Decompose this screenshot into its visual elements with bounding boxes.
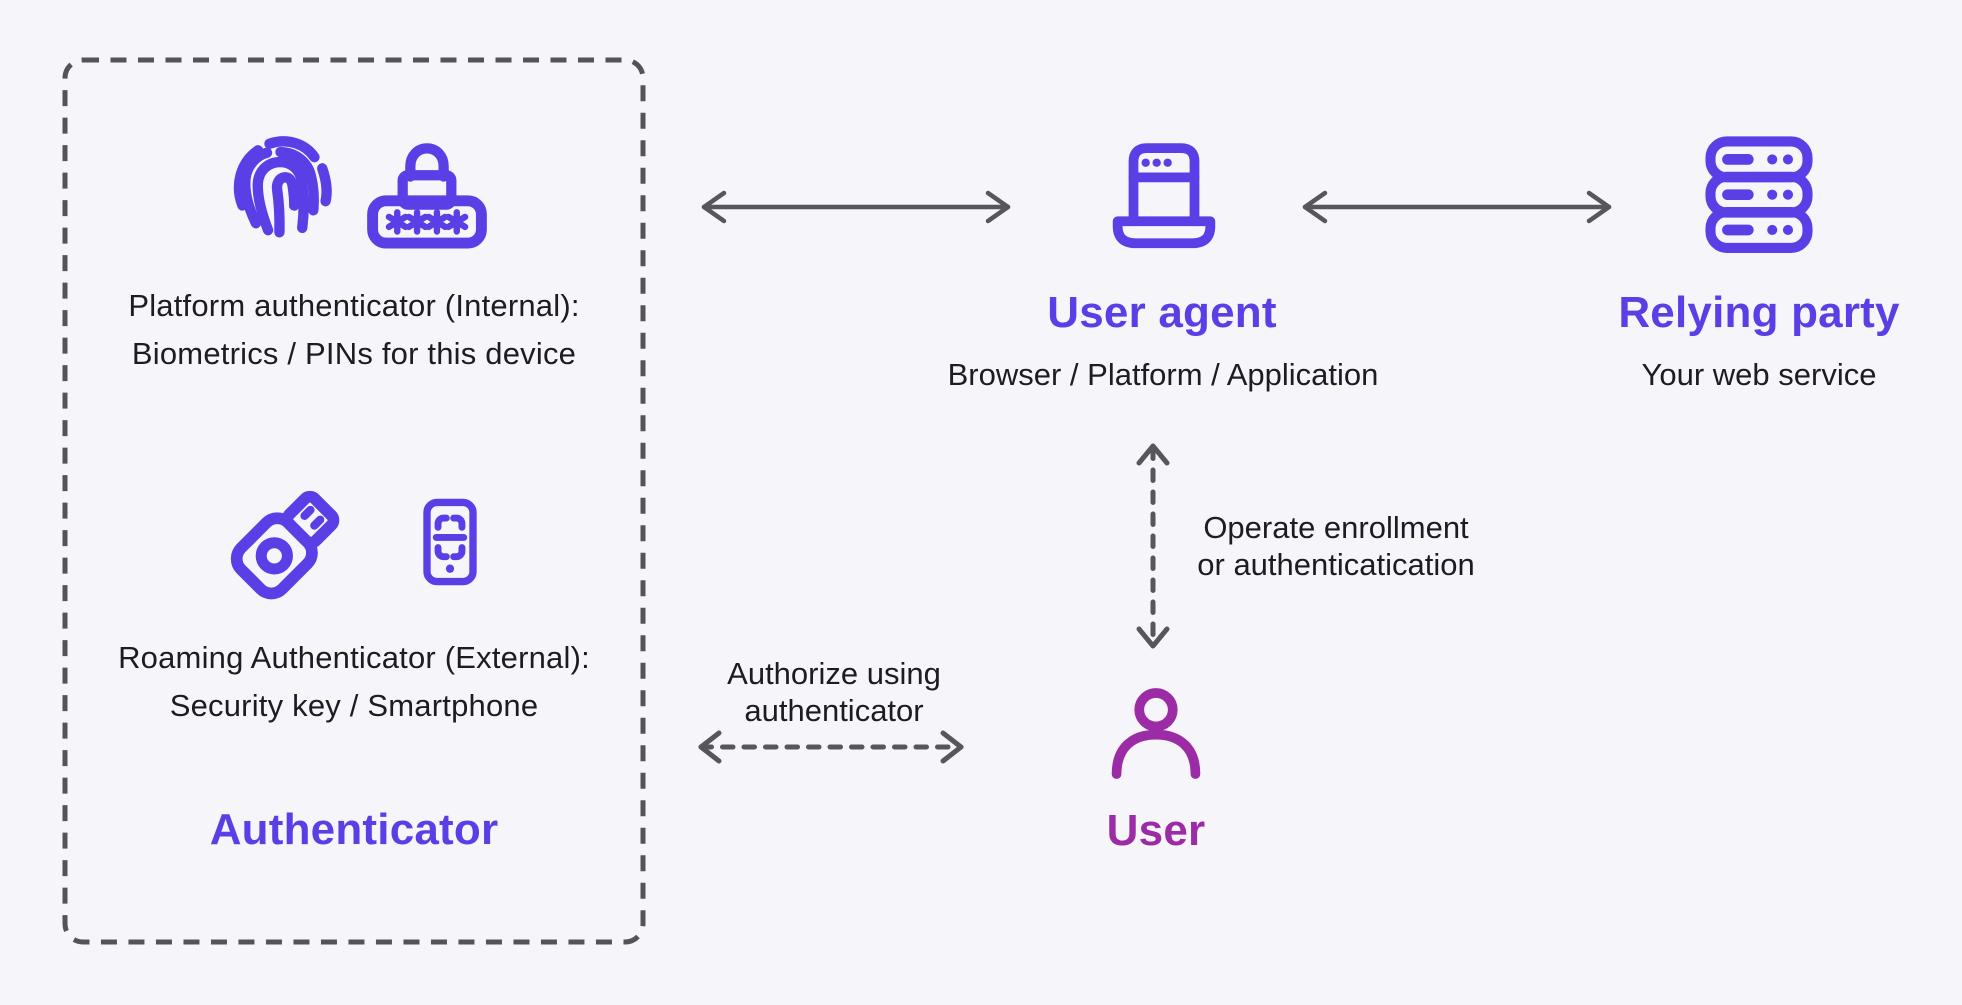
authenticator-box: Platform authenticator (Internal): Biome… [62, 57, 646, 945]
authorize-label-line1: Authorize using [727, 656, 941, 691]
person-icon [1111, 688, 1201, 779]
operate-enrollment-label: Operate enrollment or authenticatication [1180, 509, 1492, 583]
user-agent-subtitle: Browser / Platform / Application [947, 357, 1379, 392]
relying-party-title: Relying party [1618, 288, 1900, 337]
arrow-user-useragent [1136, 443, 1170, 649]
roaming-authenticator-text: Roaming Authenticator (External): Securi… [62, 634, 646, 730]
usb-security-key-icon [230, 490, 340, 600]
operate-label-line2: or authenticatication [1197, 547, 1475, 582]
platform-line1: Platform authenticator (Internal): [128, 288, 580, 323]
authorize-label: Authorize using authenticator [684, 655, 984, 729]
arrow-authenticator-useragent [701, 190, 1011, 224]
roaming-line1: Roaming Authenticator (External): [118, 640, 590, 675]
platform-line2: Biometrics / PINs for this device [131, 336, 577, 371]
password-lock-icon [367, 143, 487, 249]
roaming-line2: Security key / Smartphone [169, 688, 539, 723]
server-stack-icon [1705, 136, 1813, 253]
arrow-useragent-relyingparty [1302, 190, 1612, 224]
browser-laptop-icon [1112, 143, 1216, 249]
user-agent-title: User agent [1047, 288, 1277, 337]
smartphone-scan-icon [423, 498, 477, 586]
relying-party-subtitle: Your web service [1641, 357, 1877, 392]
platform-authenticator-text: Platform authenticator (Internal): Biome… [62, 282, 646, 378]
user-title: User [1106, 806, 1206, 855]
dashed-border [62, 57, 646, 945]
arrow-user-authenticator [698, 730, 964, 764]
fingerprint-icon [233, 136, 332, 238]
authenticator-title: Authenticator [209, 805, 499, 854]
operate-label-line1: Operate enrollment [1203, 510, 1469, 545]
authorize-label-line2: authenticator [744, 693, 924, 728]
